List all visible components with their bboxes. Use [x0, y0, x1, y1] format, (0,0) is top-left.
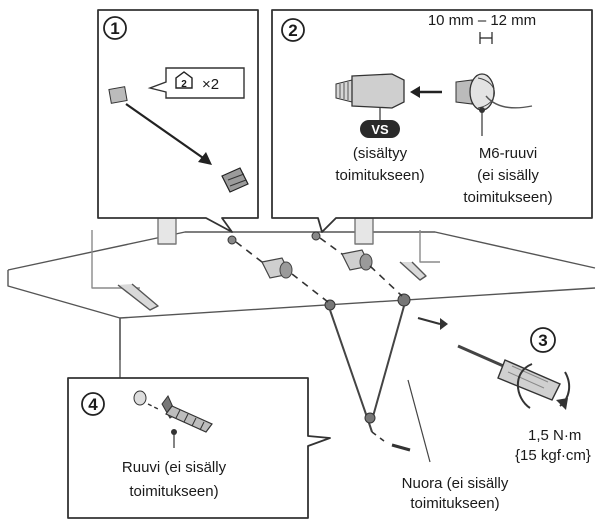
- screw-label-line1: Ruuvi (ei sisälly: [122, 459, 227, 476]
- spacer-label-line1: (sisältyy: [353, 145, 408, 162]
- cord-icon: [329, 305, 405, 433]
- thread-length-dimension: 10 mm – 12 mm: [428, 12, 536, 29]
- cord-label-line2: toimitukseen): [410, 495, 499, 512]
- spacer-icon: [335, 73, 405, 109]
- quantity-label: ×2: [202, 76, 219, 93]
- step-4-panel: 4 Ruuvi (ei sisälly toimitukseen): [67, 377, 331, 519]
- spacer-icon: [261, 257, 293, 279]
- spacer-label-line2: toimitukseen): [335, 167, 424, 184]
- svg-text:3: 3: [538, 331, 547, 350]
- step-1-panel: 1 2 ×2: [97, 9, 259, 233]
- screw-label-line2: toimitukseen): [129, 483, 218, 500]
- m6-screw-icon: [455, 73, 533, 111]
- cord-label-line1: Nuora (ei sisälly: [402, 475, 509, 492]
- vs-badge: [360, 120, 400, 138]
- svg-text:1: 1: [110, 19, 119, 38]
- cord-knot: [364, 412, 376, 424]
- svg-text:2: 2: [181, 79, 187, 90]
- scene-spacers: [227, 231, 411, 311]
- wood-screw-icon: [371, 431, 411, 452]
- m6-screw-label-line1: M6-ruuvi: [479, 145, 537, 162]
- cord-leader: [407, 379, 431, 463]
- alignment-lines: [235, 237, 403, 303]
- step-2-panel: 2 10 mm – 12 mm VS (sisältyy toimituksee…: [271, 9, 593, 233]
- step-3-badge: 3: [530, 327, 556, 353]
- house-symbol-icon: 2: [175, 71, 193, 90]
- svg-text:2: 2: [288, 21, 297, 40]
- spacer-icon: [341, 249, 373, 271]
- svg-text:VS: VS: [371, 122, 389, 137]
- m6-screw-label-line3: toimitukseen): [463, 189, 552, 206]
- screwdriver-icon: [417, 316, 571, 410]
- m6-screw-label-line2: (ei sisälly: [477, 167, 539, 184]
- torque-value-kgf: {15 kgf·cm}: [515, 447, 591, 464]
- stand-screw-icon: [221, 167, 249, 193]
- torque-value: 1,5 N·m: [528, 427, 581, 444]
- svg-text:4: 4: [88, 395, 98, 414]
- wood-screw-icon: [161, 395, 213, 433]
